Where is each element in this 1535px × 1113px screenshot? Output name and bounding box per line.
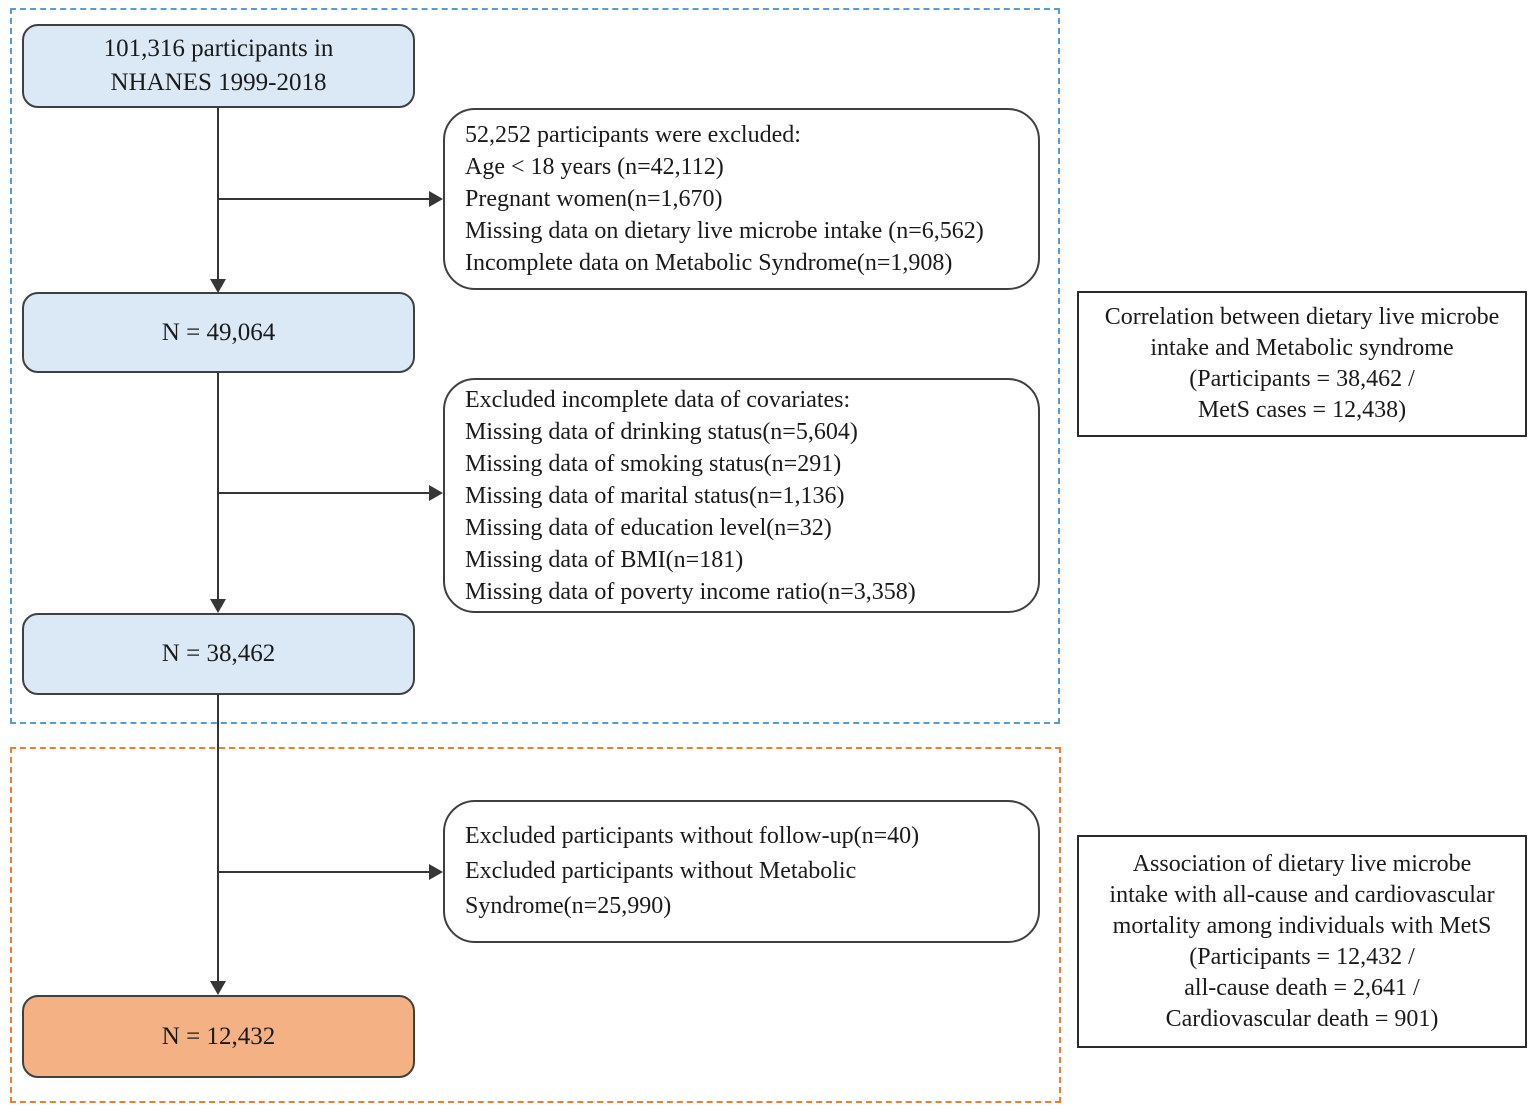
text-line: Excluded incomplete data of covariates: xyxy=(465,386,851,413)
connector-n1-to-n2 xyxy=(217,373,219,601)
text-line: intake and Metabolic syndrome xyxy=(1150,335,1454,361)
exclusion-box-followup: Excluded participants without follow-up(… xyxy=(443,800,1040,943)
flow-box-start: 101,316 participants in NHANES 1999-2018 xyxy=(22,24,415,108)
text-line: Missing data of smoking status(n=291) xyxy=(465,450,842,477)
connector-start-to-n1 xyxy=(217,108,219,281)
arrowhead-down-icon xyxy=(210,599,226,613)
text-line: Syndrome(n=25,990) xyxy=(465,893,672,919)
text-line: Missing data of drinking status(n=5,604) xyxy=(465,418,858,445)
branch-to-exclusion-initial xyxy=(218,198,430,200)
text-line: Missing data on dietary live microbe int… xyxy=(465,218,984,244)
text-line: all-cause death = 2,641 / xyxy=(1184,974,1420,1001)
text-line: intake with all-cause and cardiovascular xyxy=(1109,881,1495,908)
text-line: 52,252 participants were excluded: xyxy=(465,122,801,148)
text-line: Missing data of poverty income ratio(n=3… xyxy=(465,578,916,605)
outcome-box-correlation: Correlation between dietary live microbe… xyxy=(1077,291,1527,437)
correlation-section-frame xyxy=(10,8,1060,724)
arrowhead-right-icon xyxy=(429,864,443,880)
text-line: Missing data of education level(n=32) xyxy=(465,514,832,541)
arrowhead-right-icon xyxy=(429,485,443,501)
branch-to-exclusion-covariates xyxy=(218,492,430,494)
exclusion-box-initial: 52,252 participants were excluded: Age < … xyxy=(443,108,1040,290)
text-line: Excluded participants without follow-up(… xyxy=(465,823,920,849)
flow-box-label: N = 12,432 xyxy=(161,1022,276,1050)
mortality-section-frame xyxy=(10,747,1061,1103)
text-line: Correlation between dietary live microbe xyxy=(1104,304,1500,330)
flow-box-label: N = 49,064 xyxy=(161,318,276,346)
text-line: Pregnant women(n=1,670) xyxy=(465,186,723,212)
branch-to-exclusion-followup xyxy=(218,871,430,873)
arrowhead-down-icon xyxy=(210,981,226,995)
arrowhead-down-icon xyxy=(210,279,226,293)
text-line: (Participants = 12,432 / xyxy=(1189,943,1415,970)
flow-box-label: N = 38,462 xyxy=(161,640,276,667)
text-line: Association of dietary live microbe xyxy=(1132,850,1472,877)
flow-box-n-49064: N = 49,064 xyxy=(22,292,415,373)
text-line: Incomplete data on Metabolic Syndrome(n=… xyxy=(465,250,953,276)
connector-n2-to-n3 xyxy=(217,695,219,983)
text-line: Cardiovascular death = 901) xyxy=(1165,1005,1439,1032)
text-line: 101,316 participants in xyxy=(103,35,334,62)
exclusion-box-covariates: Excluded incomplete data of covariates: M… xyxy=(443,378,1040,613)
text-line: NHANES 1999-2018 xyxy=(110,69,327,96)
text-line: (Participants = 38,462 / xyxy=(1189,366,1415,392)
text-line: mortality among individuals with MetS xyxy=(1112,912,1492,939)
text-line: Excluded participants without Metabolic xyxy=(465,858,857,884)
outcome-box-mortality: Association of dietary live microbe intak… xyxy=(1077,835,1527,1048)
flow-box-n-12432: N = 12,432 xyxy=(22,995,415,1078)
flow-box-n-38462: N = 38,462 xyxy=(22,613,415,695)
text-line: Missing data of BMI(n=181) xyxy=(465,546,744,573)
text-line: Missing data of marital status(n=1,136) xyxy=(465,482,845,509)
text-line: Age < 18 years (n=42,112) xyxy=(465,154,724,180)
arrowhead-right-icon xyxy=(429,191,443,207)
text-line: MetS cases = 12,438) xyxy=(1197,397,1407,423)
